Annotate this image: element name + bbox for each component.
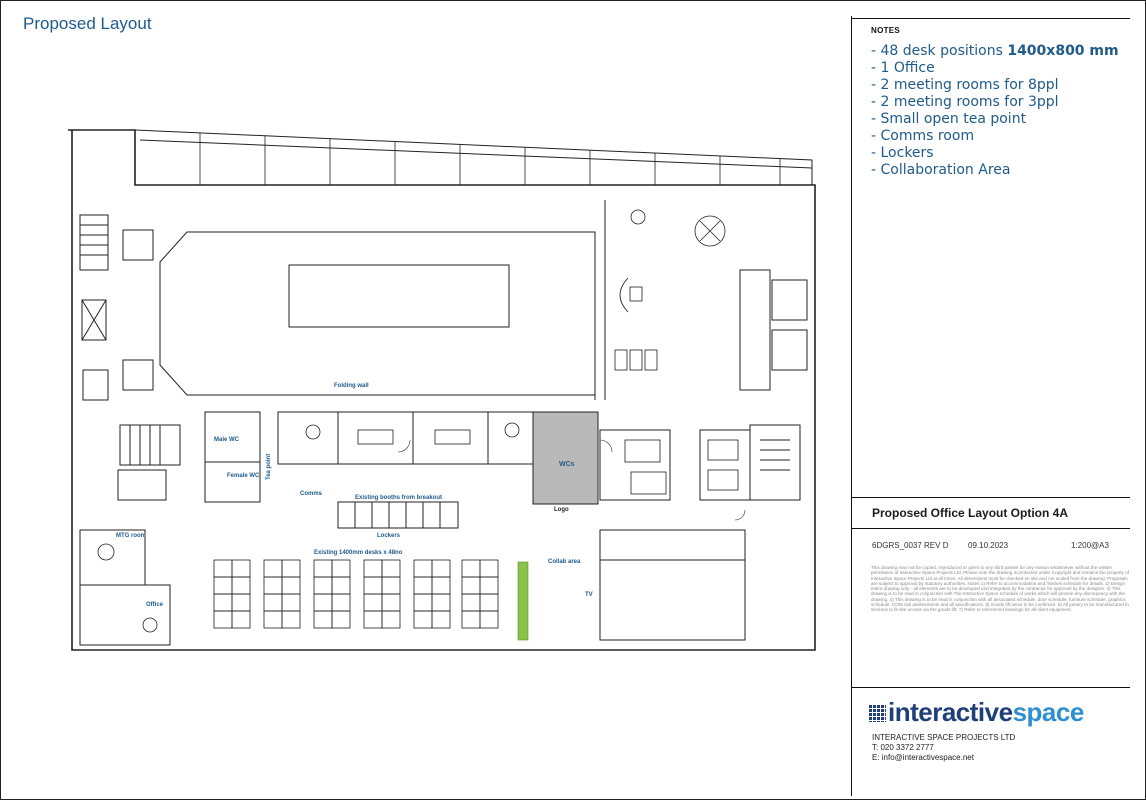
atrium-inner [288,264,510,328]
note-item: - 2 meeting rooms for 3ppl [871,94,1059,110]
title-block-top-line [851,18,1130,19]
meeting-room-2 [337,411,414,465]
stair-core-top [79,214,109,271]
desk-clusters [213,559,499,629]
drawing-scale: 1:200@A3 [1071,541,1109,550]
drawing-ref: 6DGRS_0037 REV D [872,541,949,550]
note-item: - Comms room [871,128,975,144]
notes-heading: NOTES [871,26,901,35]
atrium-void [159,231,596,396]
planter [517,561,529,641]
label-existing-desks: Existing 1400mm desks x 48no [314,550,403,556]
company-email: E: info@interactivespace.net [872,753,974,762]
label-mtg-room: MTG room [116,533,146,539]
label-logo: Logo [554,507,569,513]
meeting-room-3 [412,411,489,465]
wc-block [532,411,599,505]
company-name: INTERACTIVE SPACE PROJECTS LTD [872,733,1016,742]
label-folding-wall: Folding wall [334,383,369,389]
note-item: - 2 meeting rooms for 8ppl [871,77,1059,93]
note-item: - Small open tea point [871,111,1027,127]
company-logo: interactivespace [868,697,1084,728]
drawing-date: 09.10.2023 [968,541,1009,550]
company-phone: T: 020 3372 2777 [872,743,934,752]
facade-band [134,129,813,185]
label-comms: Comms [300,491,323,497]
note-item: - 48 desk positions 1400x800 mm [871,43,1119,59]
label-existing-booths: Existing booths from breakout [355,495,442,501]
notes-list: - 48 desk positions 1400x800 mm - 1 Offi… [871,43,1119,179]
label-wcs: WCs [559,461,575,468]
floor-plan: Folding wall WCs Logo Male WC Female WC … [68,129,816,651]
drawing-title: Proposed Office Layout Option 4A [872,506,1069,520]
title-divider [851,528,1130,529]
label-female-wc: Female WC [227,473,260,479]
logo-grid-icon [868,704,886,722]
meeting-room-4 [487,411,534,465]
note-item: - 1 Office [871,60,935,76]
meeting-room-1 [277,411,339,465]
label-office: Office [146,602,164,608]
label-lockers: Lockers [377,533,401,539]
outer-wall [68,129,816,651]
title-divider [851,687,1130,688]
female-wc [204,461,261,503]
sheet-title: Proposed Layout [23,14,152,33]
label-male-wc: Male WC [214,437,240,443]
title-block-border [851,16,1131,796]
meeting-furniture [97,209,739,633]
label-tea-point: Tea point [266,454,272,480]
facade-mullions [199,133,781,185]
booths [337,501,459,529]
note-item: - Collaboration Area [871,162,1011,178]
office-room [79,584,171,646]
note-item: - Lockers [871,145,934,161]
disclaimer-text: This drawing may not be copied, reproduc… [871,565,1129,613]
floor-plan-svg: Folding wall WCs Logo Male WC Female WC … [68,129,816,651]
label-tv: TV [585,592,593,598]
label-collab-area: Collab area [548,559,581,565]
title-divider [851,497,1130,498]
